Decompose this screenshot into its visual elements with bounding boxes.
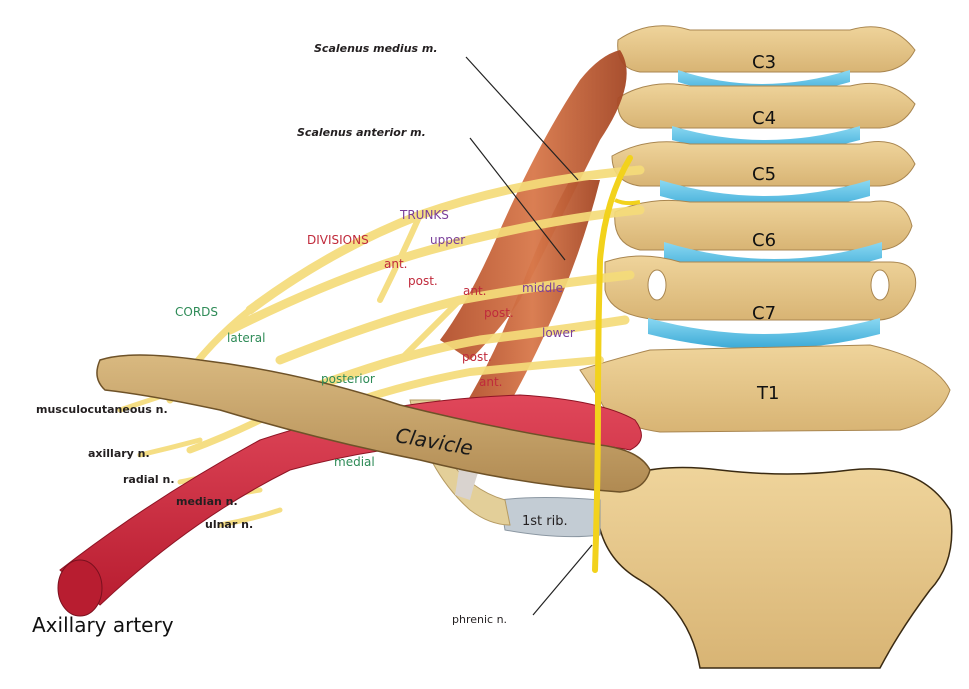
label-ant-lower: ant. (479, 375, 503, 389)
vertebra-c5 (611, 141, 916, 187)
c7-transverse-foramen-left (647, 269, 667, 301)
leader-phrenic (532, 544, 593, 616)
c7-transverse-foramen-right (870, 269, 890, 301)
label-scalenus-medius: Scalenus medius m. (314, 42, 438, 55)
label-post-middle: post. (484, 306, 514, 320)
scalenus-medius-muscle (440, 50, 627, 360)
scalenus-anterior-muscle (465, 180, 600, 420)
nerve-root-c8 (315, 315, 630, 390)
vertebral-column (579, 25, 951, 433)
label-radial-nerve: radial n. (123, 473, 175, 486)
vertebra-c3 (617, 25, 916, 73)
axillary-artery-opening (57, 559, 103, 617)
label-vertebra-t1: T1 (757, 383, 780, 404)
label-musculocutaneous-nerve: musculocutaneous n. (36, 403, 168, 416)
label-post-upper: post. (408, 274, 438, 288)
label-cords: CORDS (175, 305, 219, 319)
vertebra-c7 (604, 255, 917, 321)
leader-scalenus-anterior (469, 137, 566, 261)
phrenic-branch (614, 198, 641, 206)
label-upper-trunk: upper (430, 233, 466, 247)
label-vertebra-c4: C4 (752, 108, 777, 129)
label-vertebra-c6: C6 (752, 230, 777, 251)
label-ant-upper: ant. (384, 257, 408, 271)
axillary-nerve (137, 437, 203, 458)
label-middle-trunk: middle (522, 281, 563, 295)
vertebra-c4 (617, 82, 916, 129)
ulnar-nerve (217, 507, 283, 528)
label-divisions: DIVISIONS (307, 233, 369, 247)
label-median-nerve: median n. (176, 495, 238, 508)
label-medial-cord: medial (334, 455, 375, 469)
label-first-rib: 1st rib. (522, 514, 568, 529)
leader-lines (465, 56, 593, 616)
disc-c7-t1 (648, 318, 880, 349)
label-vertebra-c5: C5 (752, 164, 777, 185)
division-cross-1 (377, 212, 423, 303)
label-ulnar-nerve: ulnar n. (205, 518, 254, 531)
sternum (597, 466, 953, 669)
label-axillary-nerve: axillary n. (88, 447, 150, 460)
label-lateral-cord: lateral (227, 331, 266, 345)
clavicle (96, 354, 651, 493)
label-trunks: TRUNKS (400, 208, 449, 222)
label-posterior-cord: posterior (321, 372, 375, 386)
division-cross-2 (397, 297, 463, 363)
label-lower-trunk: lower (542, 326, 575, 340)
nerve-root-c6 (225, 205, 645, 335)
vertebra-c6 (614, 199, 913, 251)
label-scalenus-anterior: Scalenus anterior m. (297, 126, 426, 139)
leader-scalenus-medius (465, 56, 579, 181)
phrenic-nerve (592, 155, 633, 573)
label-vertebra-c7: C7 (752, 303, 777, 324)
label-vertebra-c3: C3 (752, 52, 777, 73)
first-rib (499, 497, 601, 538)
label-post-lower: post. (462, 350, 492, 364)
label-ant-middle: ant. (463, 284, 487, 298)
label-phrenic-nerve: phrenic n. (452, 613, 508, 626)
label-axillary-artery: Axillary artery (32, 613, 174, 637)
